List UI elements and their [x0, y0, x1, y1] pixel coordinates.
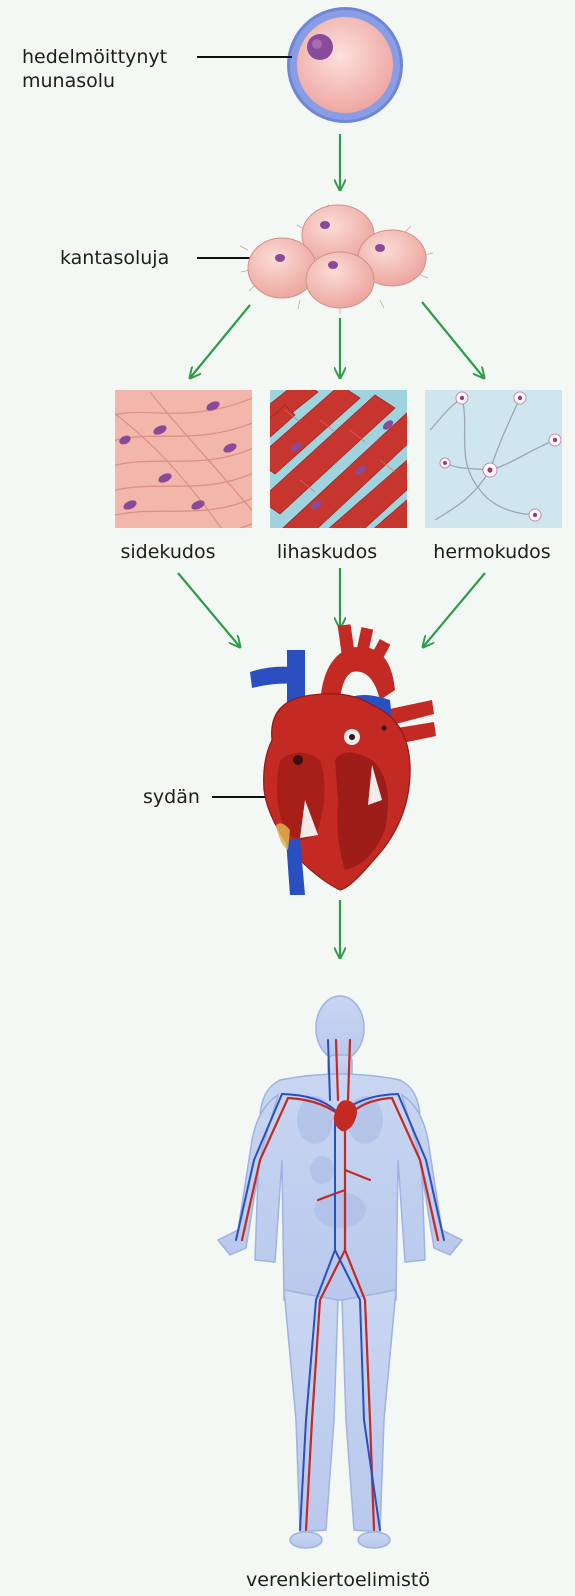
label-fertilized-egg: hedelmöittynyt munasolu [22, 45, 192, 93]
arrow-nerve-to-heart [423, 573, 485, 647]
human-circulatory-figure-icon [218, 996, 462, 1548]
nerve-tissue-icon [425, 390, 562, 528]
arrow-connective-to-heart [178, 573, 240, 647]
label-egg-line1: hedelmöittynyt [22, 46, 167, 68]
label-connective-tissue: sidekudos [121, 540, 216, 564]
label-nerve-tissue: hermokudos [433, 540, 550, 564]
label-stem-cells: kantasoluja [60, 246, 169, 270]
arrow-stem-to-nerve [422, 302, 484, 378]
fertilized-egg-icon [287, 7, 403, 123]
label-muscle-tissue: lihaskudos [277, 540, 377, 564]
arrow-stem-to-connective [190, 305, 250, 378]
muscle-tissue-icon [240, 380, 445, 560]
connective-tissue-icon [100, 390, 260, 545]
heart-icon [250, 624, 436, 895]
label-egg-line2: munasolu [22, 70, 115, 92]
label-heart: sydän [143, 785, 200, 809]
label-circulatory-system: verenkiertoelimistö [246, 1568, 430, 1592]
stem-cells-icon [240, 204, 433, 314]
